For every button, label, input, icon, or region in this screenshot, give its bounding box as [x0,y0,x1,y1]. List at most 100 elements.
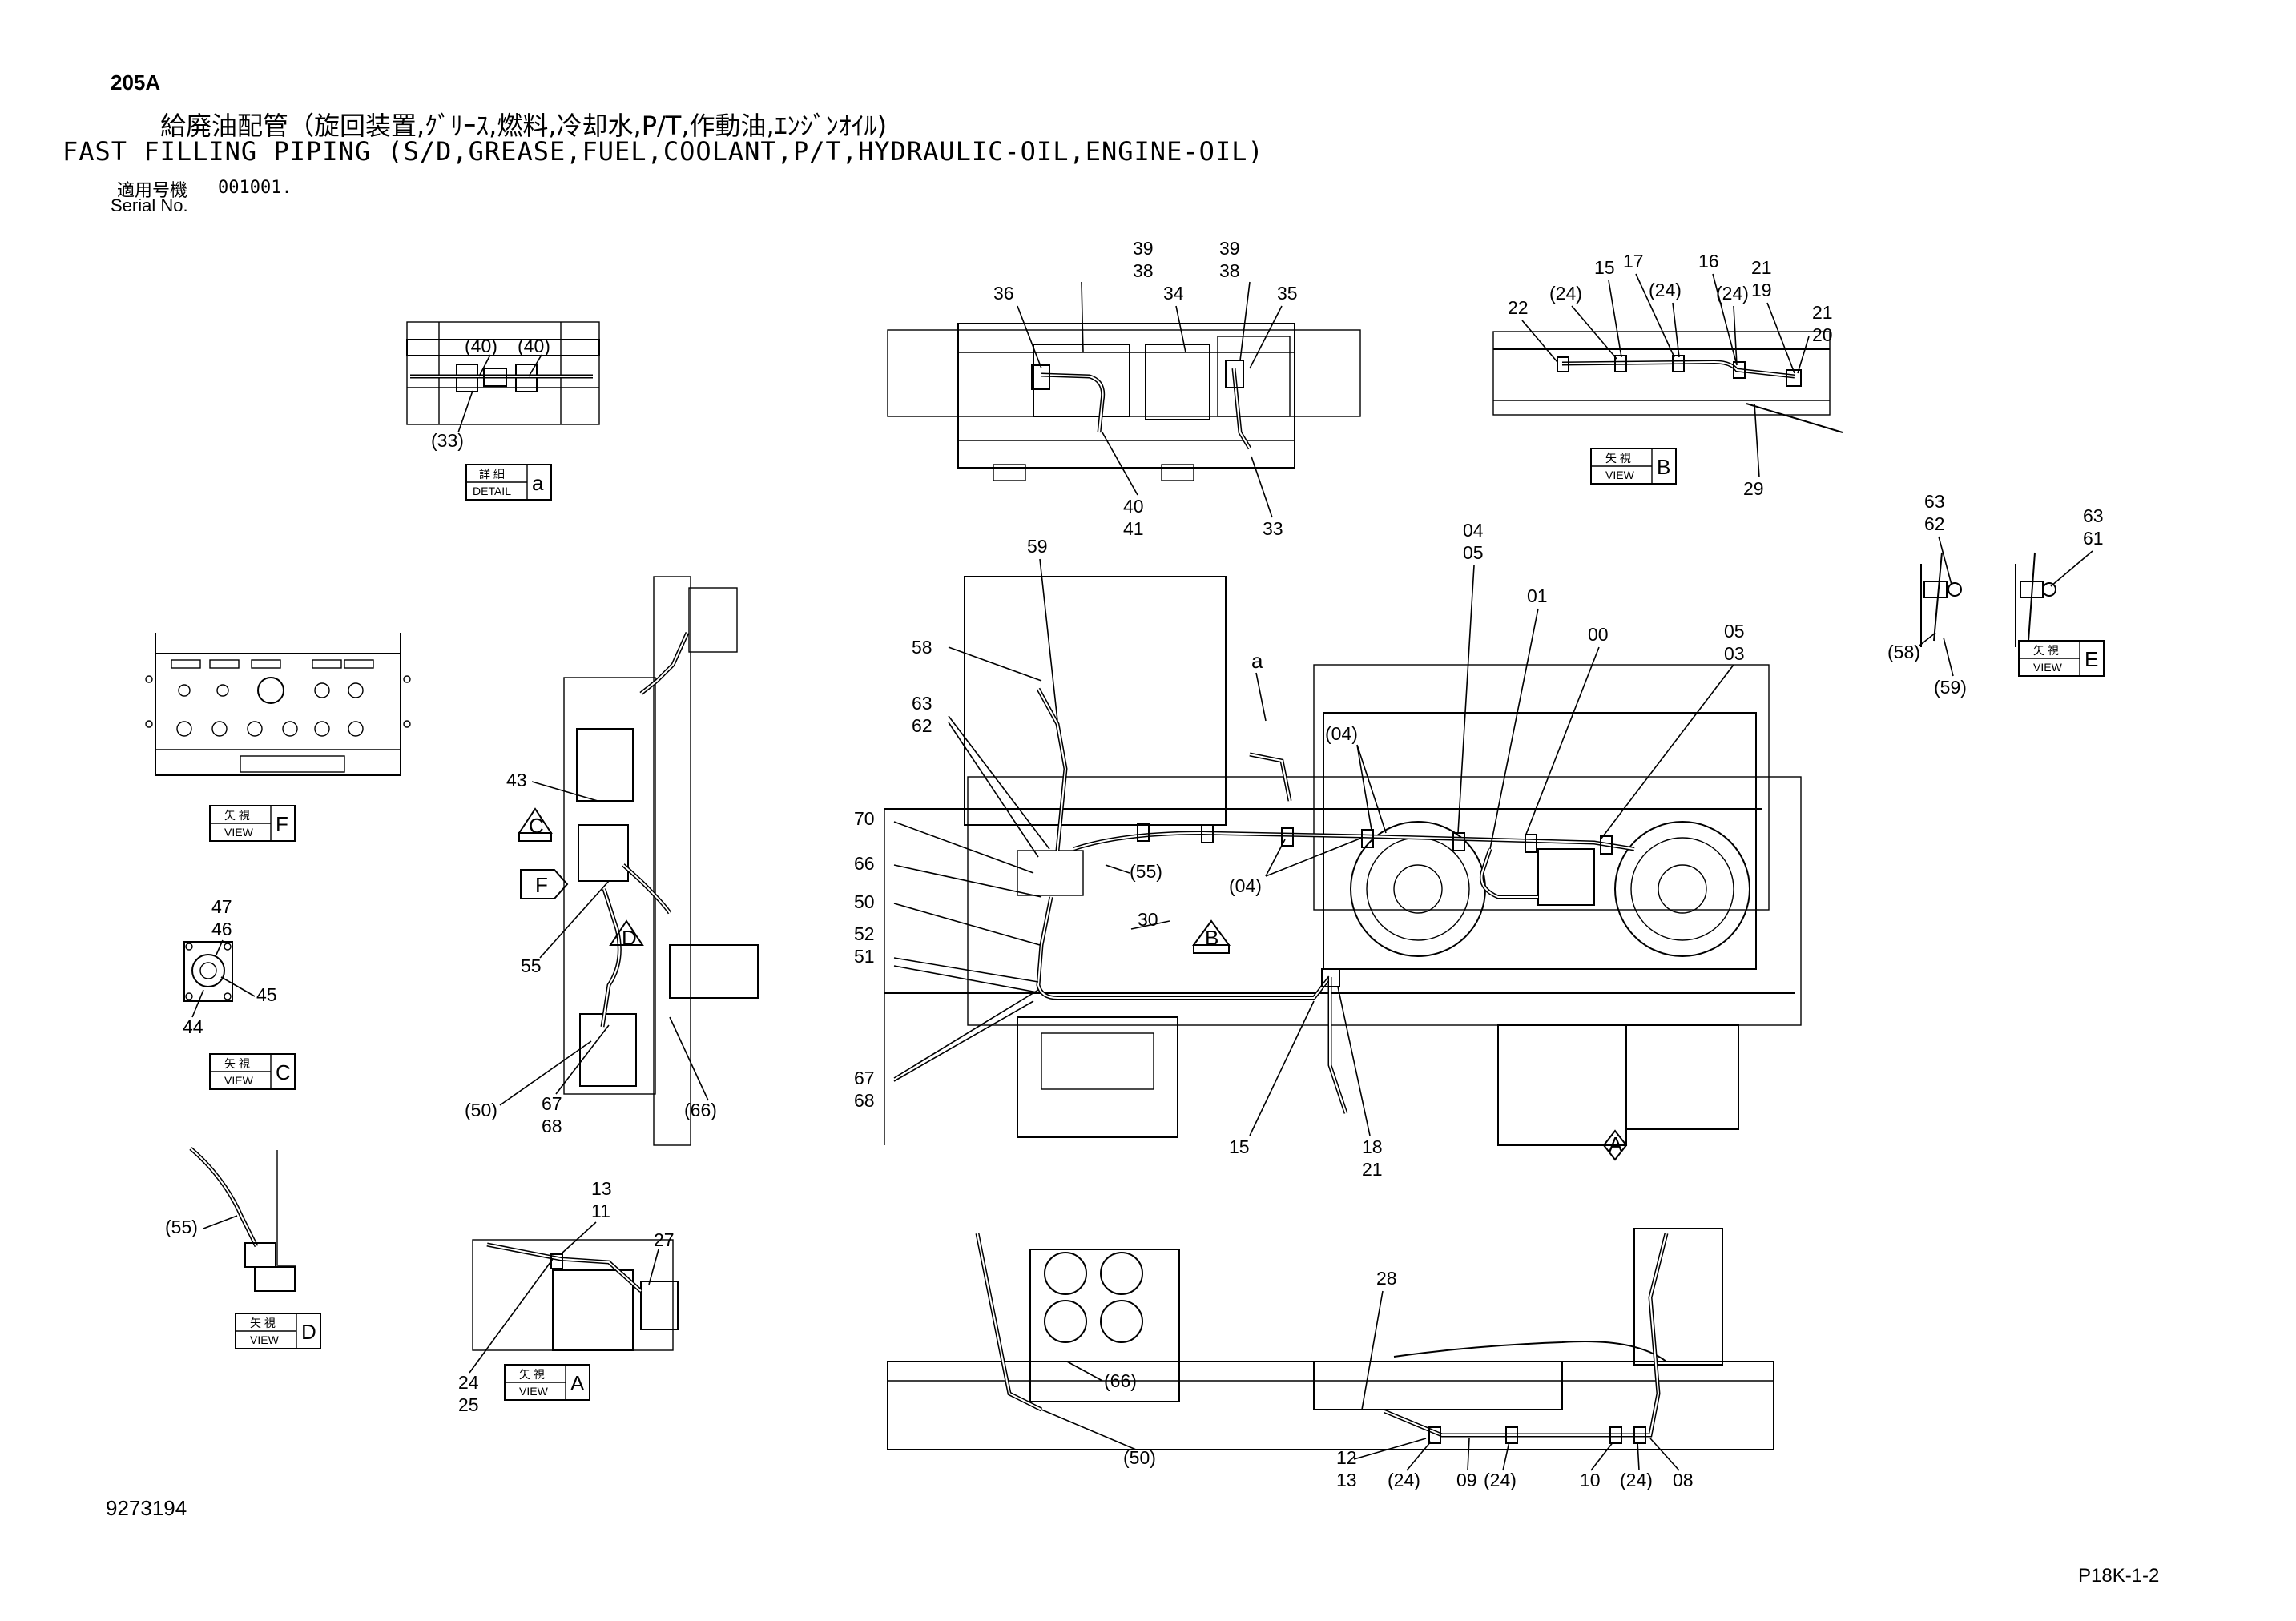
callout: 19 [1751,280,1772,300]
callout: (66) [1104,1370,1137,1391]
serial-number: 001001. [218,178,292,198]
callout: 63 [912,693,932,714]
detail-a-drawing [406,321,600,425]
svg-text:VIEW: VIEW [224,1074,254,1087]
svg-text:C: C [276,1060,291,1084]
callout: 08 [1673,1470,1694,1490]
callout: 11 [591,1201,610,1221]
callout: (66) [684,1100,717,1120]
callout: 58 [912,637,932,658]
view-b-drawing [1492,331,1843,433]
sheet-number: P18K-1-2 [2078,1565,2160,1587]
callout: 44 [183,1016,203,1037]
title-english: FAST FILLING PIPING (S/D,GREASE,FUEL,COO… [62,136,1264,167]
callout: (24) [1549,283,1582,304]
callout: 62 [1924,513,1945,534]
callout: 04 [1463,520,1484,541]
callout: 25 [458,1394,479,1415]
callout: 01 [1527,585,1548,606]
callout: (24) [1649,280,1682,300]
callout: (50) [1123,1447,1156,1468]
svg-text:a: a [532,471,544,495]
page-code: 205A [111,70,161,95]
view-tag-e: 矢 視 VIEW E [2018,640,2105,677]
svg-text:矢 視: 矢 視 [250,1317,276,1329]
callout: 39 [1219,238,1240,259]
side-elevation-drawing [563,576,759,1146]
view-c-drawing [183,941,233,1002]
serial-label-english: Serial No. [111,195,188,215]
callout: 34 [1163,283,1184,304]
main-plan-drawing [884,576,1802,1146]
callout: (55) [165,1217,198,1237]
callout: 63 [1924,491,1945,512]
callout: 55 [521,955,542,976]
callout: 27 [654,1229,675,1250]
callout: (04) [1325,723,1358,744]
title-japanese: 給廃油配管（旋回装置,ｸﾞﾘｰｽ,燃料,冷却水,P/T,作動油,ｴﾝｼﾞﾝｵｲﾙ… [160,111,888,141]
callout: (55) [1130,861,1162,882]
svg-text:D: D [301,1320,316,1344]
svg-text:A: A [1609,1132,1623,1156]
callout: 67 [542,1093,562,1114]
callout: 05 [1463,542,1484,563]
callout: 13 [591,1178,612,1199]
callout: (24) [1716,283,1749,304]
callout: 70 [854,808,875,829]
callout: 21 [1812,302,1833,323]
callout: (24) [1484,1470,1517,1490]
svg-text:矢 視: 矢 視 [519,1368,545,1381]
callout: 47 [211,896,232,917]
svg-text:詳 細: 詳 細 [479,468,505,481]
serial-label-japanese: 適用号機 [117,181,188,201]
callout: 68 [542,1116,562,1136]
direction-marker-d: D [609,919,644,950]
callout: 63 [2083,505,2104,526]
callout: 05 [1724,621,1745,642]
svg-text:F: F [535,873,548,897]
callout: 16 [1698,251,1719,272]
callout: 46 [211,919,232,939]
svg-text:矢 視: 矢 視 [1605,452,1631,465]
view-tag-detail-a: 詳 細 DETAIL a [465,464,552,501]
top-center-frame-drawing [887,323,1361,481]
callout: 24 [458,1372,479,1393]
callout: 41 [1123,518,1144,539]
svg-text:B: B [1657,455,1670,479]
callout: 39 [1133,238,1154,259]
view-tag-f: 矢 視 VIEW F [209,805,296,842]
callout: 09 [1456,1470,1477,1490]
view-tag-a: 矢 視 VIEW A [504,1364,590,1401]
svg-text:D: D [622,926,637,950]
callout: 38 [1133,260,1154,281]
svg-text:VIEW: VIEW [2033,661,2063,674]
callout: 13 [1336,1470,1357,1490]
svg-text:B: B [1205,926,1218,950]
callout: 03 [1724,643,1745,664]
callout: 67 [854,1068,875,1088]
direction-marker-b: B [1192,919,1231,954]
callout: 15 [1229,1136,1250,1157]
callout: (40) [465,336,497,356]
callout: (33) [431,430,464,451]
callout: 45 [256,984,277,1005]
callout: (50) [465,1100,497,1120]
callout: 22 [1508,297,1529,318]
callout: 50 [854,891,875,912]
callout: 68 [854,1090,875,1111]
callout: 52 [854,923,875,944]
svg-text:F: F [276,812,288,836]
view-tag-b: 矢 視 VIEW B [1590,448,1677,485]
callout: 36 [993,283,1014,304]
callout: 38 [1219,260,1240,281]
callout: 51 [854,946,875,967]
callout: 61 [2083,528,2104,549]
svg-text:DETAIL: DETAIL [473,485,511,497]
view-f-drawing [145,633,411,776]
callout: (04) [1229,875,1262,896]
callout: 12 [1336,1447,1357,1468]
direction-marker-f: F [520,869,569,899]
direction-marker-c: C [518,807,553,842]
callout: 15 [1594,257,1615,278]
